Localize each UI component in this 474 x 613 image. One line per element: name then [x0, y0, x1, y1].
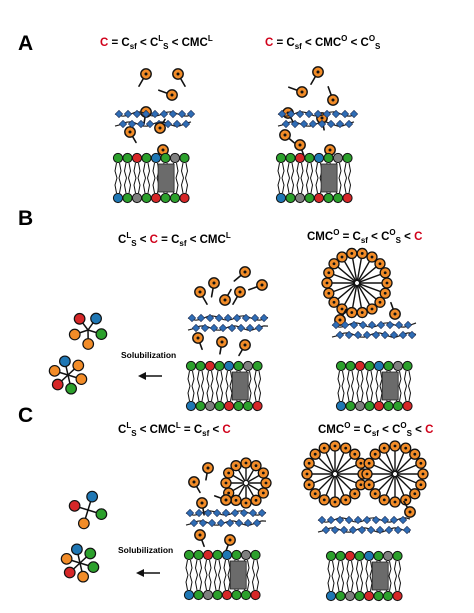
- surfactant-molecule: [138, 68, 152, 87]
- panel-c-left-condition: CLS < CMCL = Csf < C: [118, 421, 231, 438]
- surfactant-molecule: [216, 336, 228, 355]
- panel-c: [60, 440, 429, 602]
- surfactant-molecule: [192, 332, 204, 351]
- panel-a-right-condition: C = Csf < CMCO < COS: [265, 34, 381, 51]
- surfactant-molecule: [224, 534, 236, 553]
- panel-label-a: A: [18, 32, 33, 55]
- polymer-layer: [185, 508, 267, 528]
- panel-a-left-condition: C = Csf < CLS < CMCL: [100, 34, 213, 51]
- mixed-micelle: [68, 312, 108, 350]
- micelle: [321, 247, 393, 319]
- surfactant-molecule: [194, 286, 208, 305]
- surfactant-molecule: [157, 144, 169, 163]
- panel-label-b: B: [18, 207, 33, 230]
- polymer-layer: [114, 109, 196, 129]
- surfactant-molecule: [158, 89, 178, 101]
- lipid-bilayer: [335, 360, 413, 412]
- surfactant-molecule: [310, 66, 324, 85]
- surfactant-molecule: [279, 129, 295, 144]
- mixed-micelle: [48, 355, 88, 395]
- mixed-micelle: [68, 490, 108, 530]
- lipid-bilayer: [325, 550, 403, 602]
- polymer-layer: [277, 109, 359, 129]
- surfactant-molecule: [389, 301, 401, 320]
- polymer-layer: [331, 320, 417, 340]
- panel-c-solubilization-label: Solubilization: [118, 545, 173, 555]
- surfactant-molecule: [238, 339, 251, 357]
- surfactant-molecule: [327, 86, 339, 106]
- panel-a: [112, 66, 359, 204]
- polymer-layer: [317, 515, 412, 535]
- surfactant-molecule: [248, 279, 268, 291]
- lipid-bilayer: [112, 152, 190, 204]
- surfactant-molecule: [172, 68, 186, 87]
- panel-b-right-condition: CMCO = Csf < COS < C: [307, 228, 422, 245]
- panel-b-solubilization-label: Solubilization: [121, 350, 176, 360]
- mixed-micelle: [60, 543, 100, 583]
- surfactant-molecule: [294, 139, 306, 158]
- surfactant-molecule: [219, 288, 232, 306]
- surfactant-molecule: [288, 86, 308, 98]
- micelle: [301, 440, 369, 508]
- surfactant-molecule: [188, 476, 201, 494]
- polymer-layer: [187, 313, 269, 333]
- micelle: [220, 457, 272, 509]
- panel-c-right-condition: CMCO = Csf < COS < C: [318, 421, 433, 438]
- surfactant-molecule: [202, 462, 214, 481]
- surfactant-molecule: [403, 500, 416, 518]
- surfactant-molecule: [124, 126, 137, 144]
- panel-label-c: C: [18, 404, 33, 427]
- surfactant-molecule: [194, 529, 206, 548]
- surfactant-molecule: [213, 494, 232, 506]
- panel-b-left-condition: CLS < C = Csf < CMCL: [118, 231, 231, 248]
- panel-b: [48, 247, 417, 412]
- micelle: [361, 440, 429, 508]
- surfactant-molecule: [208, 277, 220, 298]
- surfactant-molecule: [232, 286, 246, 305]
- lipid-bilayer: [185, 360, 263, 412]
- lipid-bilayer: [275, 152, 353, 204]
- surfactant-molecule: [233, 266, 251, 282]
- solubilization-arrow: [138, 372, 162, 380]
- solubilization-arrow: [136, 569, 160, 577]
- lipid-bilayer: [183, 549, 261, 601]
- surfactant-molecule: [154, 118, 166, 134]
